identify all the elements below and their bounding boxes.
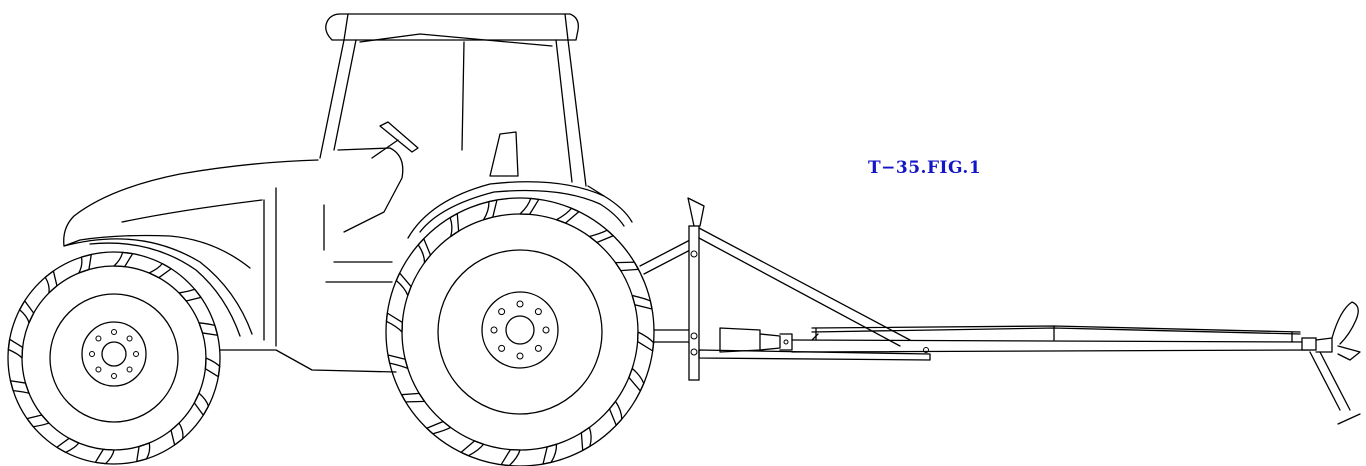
rear-wheel-bolt <box>490 326 498 334</box>
front-tire-lug <box>9 380 30 394</box>
rear-wheel-bolt <box>534 308 542 316</box>
rear-wheel <box>385 197 655 466</box>
rear-tire-lug <box>542 443 558 465</box>
rear-wheel-bolt <box>516 352 524 360</box>
front-tire-lug <box>113 251 134 268</box>
front-tire-lug <box>178 288 202 302</box>
front-wheel-bolt <box>126 366 133 373</box>
rear-wheel-bolt <box>498 344 506 352</box>
rear-tire-lug <box>631 294 653 310</box>
figure-label: T−35.FIG.1 <box>868 158 982 178</box>
rear-tire-lug <box>628 367 645 392</box>
rear-tire-lug <box>417 238 432 264</box>
rear-wheel-bolt <box>542 326 550 334</box>
front-wheel-bolt <box>111 373 117 379</box>
rear-tire-lug <box>449 212 460 238</box>
rear-tire-lug <box>387 354 409 370</box>
rear-tire-lug <box>500 448 521 466</box>
front-wheel-bolt <box>95 335 102 342</box>
front-tire-lug <box>94 448 115 465</box>
rear-tire-lug <box>395 272 412 297</box>
rear-tire-lug <box>482 199 498 221</box>
tractor-cab <box>319 13 587 283</box>
rear-wheel-bolt <box>516 300 524 308</box>
front-tire-lug <box>26 414 50 428</box>
rear-wheel-bolt <box>534 344 542 352</box>
rear-tire-lug <box>580 426 592 452</box>
front-tire-lug <box>7 338 24 359</box>
front-tire-lug <box>193 392 210 416</box>
front-wheel <box>7 251 221 465</box>
front-tire-lug <box>170 422 184 446</box>
rear-tire-lug <box>555 207 580 224</box>
rear-tire-lug <box>426 420 452 435</box>
rear-tire-lug <box>588 229 614 244</box>
rear-tire-lug <box>460 440 485 457</box>
front-wheel-bolt <box>133 351 139 357</box>
front-wheel-bolt <box>89 351 95 357</box>
rear-tire-lug <box>385 312 404 333</box>
front-tire-lug <box>148 262 172 279</box>
front-wheel-bolt <box>126 335 133 342</box>
rear-tire-lug <box>608 400 623 426</box>
front-tire-lug <box>136 442 151 463</box>
front-tire-lug <box>78 253 92 274</box>
tractor-hood <box>63 159 633 373</box>
rear-tire-lug <box>636 331 655 352</box>
rotor-head <box>1301 301 1361 425</box>
front-tire-lug <box>204 357 221 378</box>
front-tire-lug <box>198 322 219 336</box>
front-tire-lug <box>56 437 80 454</box>
rear-wheel-bolt <box>498 308 506 316</box>
rear-tire-lug <box>400 392 426 403</box>
rear-tire-lug <box>614 261 640 272</box>
rear-tire-lug <box>519 197 540 216</box>
front-tire-lug <box>44 270 58 294</box>
implement-boom <box>698 325 1311 361</box>
front-wheel-bolt <box>111 329 117 335</box>
front-wheel-bolt <box>95 366 102 373</box>
front-tire-lug <box>18 300 35 324</box>
